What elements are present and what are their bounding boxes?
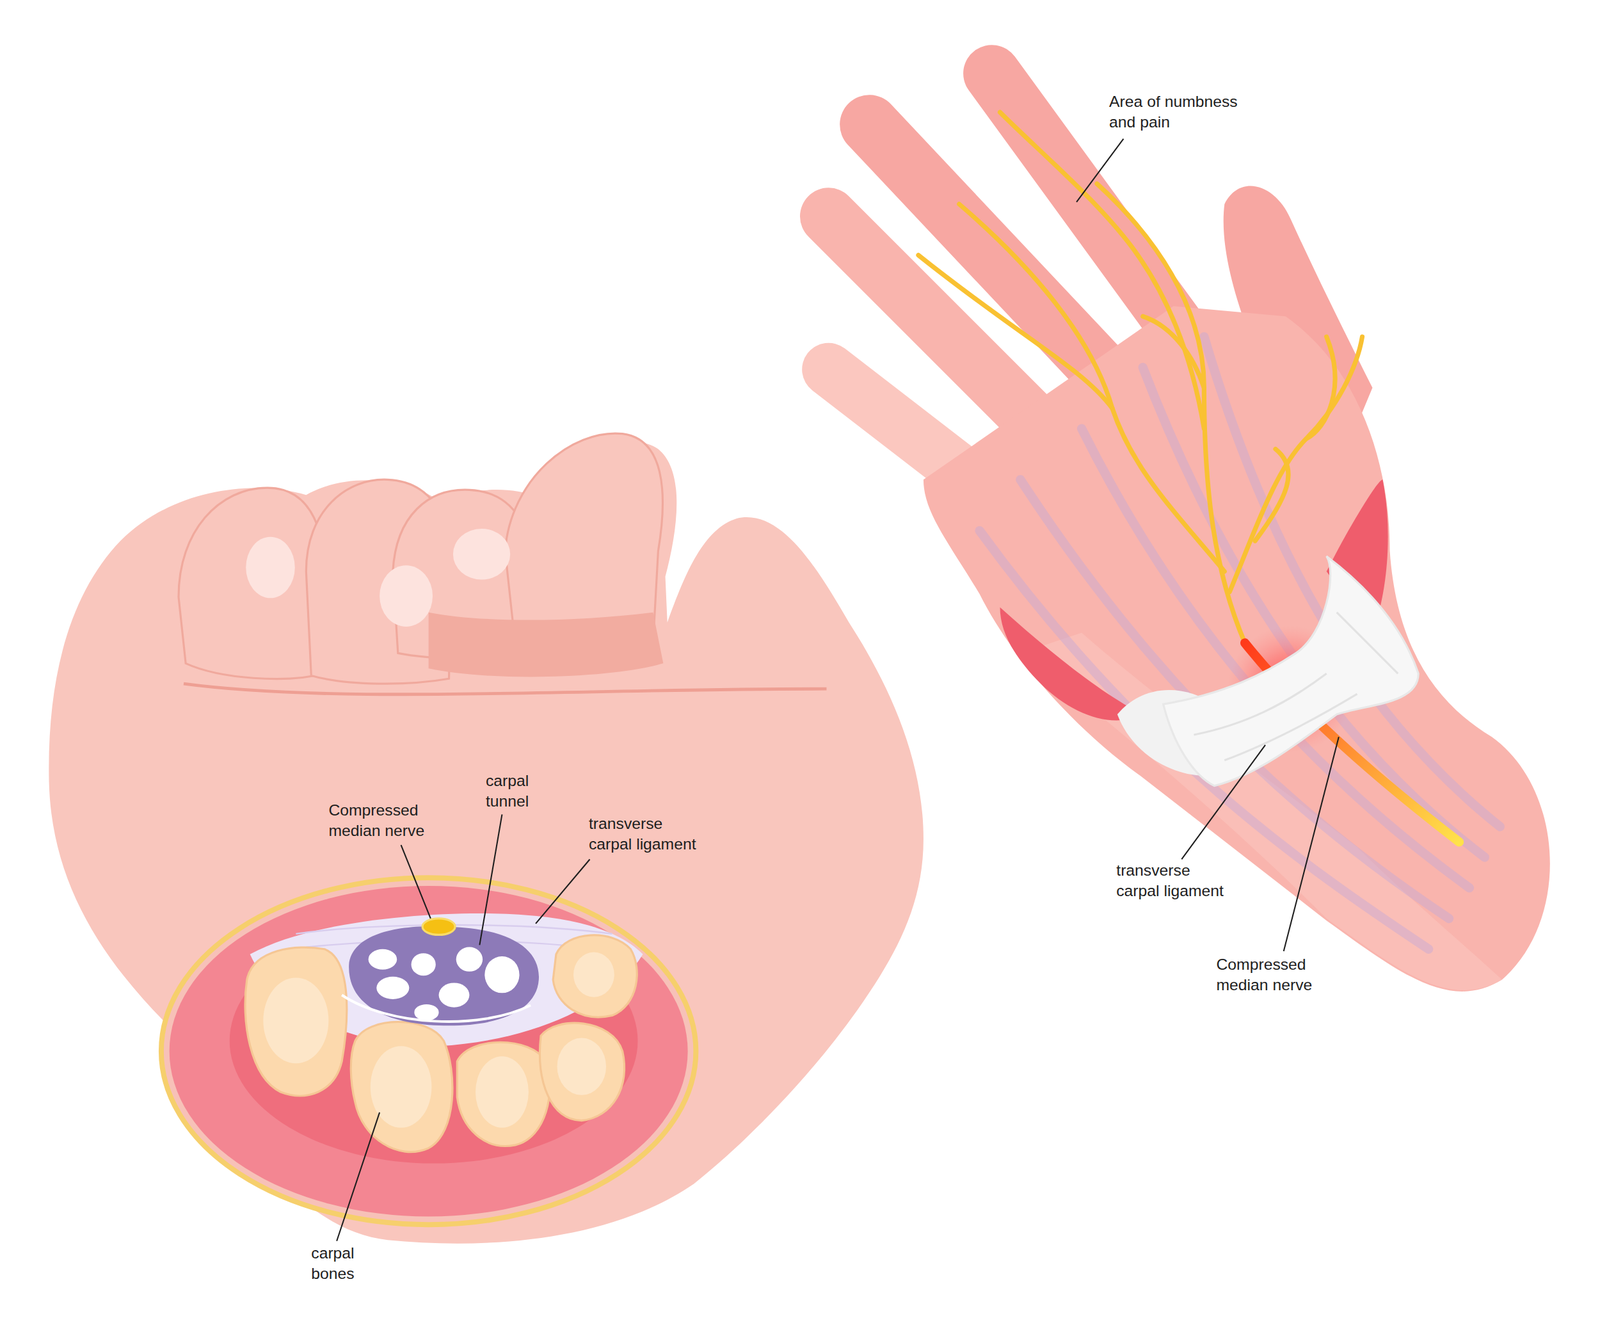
part-label: transverse carpal ligament <box>1116 860 1235 902</box>
part-label: transverse carpal ligament <box>588 813 708 856</box>
tendon <box>484 956 520 993</box>
tendons-part <box>979 530 1430 950</box>
nerve-branches-part <box>918 255 1113 409</box>
leader-lines-part <box>1181 744 1266 860</box>
carpal-bone-core <box>263 977 329 1064</box>
fingers-part <box>992 73 1184 337</box>
leader-lines <box>336 138 1339 1241</box>
finger <box>178 487 326 679</box>
transverse-carpal-ligament <box>1163 556 1419 786</box>
carpal-bone <box>552 935 637 1017</box>
nerve-branches-part <box>1306 336 1336 439</box>
label-text: transverse carpal ligament <box>588 814 697 853</box>
carpal-bone-core <box>475 1056 529 1128</box>
part-label: Compressed median nerve <box>328 800 439 842</box>
nerve-branches-part <box>1096 183 1245 643</box>
nerve-branches-part <box>1143 316 1205 388</box>
nerve-branches <box>918 112 1363 643</box>
leader-lines-part <box>479 814 502 945</box>
part-label: carpal bones <box>311 1242 373 1285</box>
leader-lines-part <box>336 1112 380 1241</box>
tunnel-sheath <box>341 995 531 1022</box>
hand-illustration <box>828 73 1551 992</box>
tendon <box>414 1004 439 1021</box>
tendons-part <box>1081 428 1470 888</box>
label-text: transverse carpal ligament <box>1116 861 1224 900</box>
median-nerve-section <box>422 918 456 936</box>
tendon <box>376 976 409 1000</box>
crease <box>183 683 827 695</box>
hypothenar-muscle <box>1000 607 1144 721</box>
tendons <box>979 336 1501 950</box>
palm-shadow <box>428 612 664 678</box>
fingernail <box>379 565 433 627</box>
fingernail <box>245 536 296 599</box>
nerve-branches-part <box>1255 449 1289 541</box>
carpal-bone-core <box>573 952 615 998</box>
carpal-bone <box>245 947 347 1096</box>
label-text: Compressed median nerve <box>1216 954 1313 994</box>
carpal-bone-core <box>557 1037 607 1095</box>
fist-illustration <box>48 433 924 1244</box>
wrist-section-muscle-inner <box>229 918 639 1164</box>
carpal-bone <box>540 1022 625 1120</box>
nerve-branches-part <box>1229 336 1362 592</box>
carpal-bone <box>350 1021 453 1152</box>
carpal-bone <box>456 1041 550 1146</box>
tendon <box>439 982 470 1007</box>
tendon <box>411 952 436 976</box>
leader-lines-part <box>401 844 431 919</box>
leader-lines-part <box>1283 736 1339 952</box>
label-text: Area of numbness and pain <box>1109 92 1238 132</box>
label-text: carpal bones <box>311 1244 354 1283</box>
region-label: Area of numbness and pain <box>1109 91 1252 134</box>
part-label: Compressed median nerve <box>1216 954 1327 996</box>
palm-outline <box>923 305 1551 992</box>
tendon <box>456 947 483 972</box>
label-text: carpal tunnel <box>485 771 529 810</box>
part-label: carpal tunnel <box>485 770 548 813</box>
fist-outline <box>48 442 924 1243</box>
tendon <box>368 949 398 970</box>
label-text: Compressed median nerve <box>328 801 425 840</box>
fingernail <box>453 528 511 580</box>
wrist-section-muscle <box>169 885 688 1217</box>
carpal-bone-core <box>370 1045 432 1128</box>
wrist-section-skin <box>161 877 696 1225</box>
leader-lines-part <box>1076 138 1124 203</box>
leader-lines-part <box>535 858 591 923</box>
ligament-fibres <box>1193 612 1398 761</box>
